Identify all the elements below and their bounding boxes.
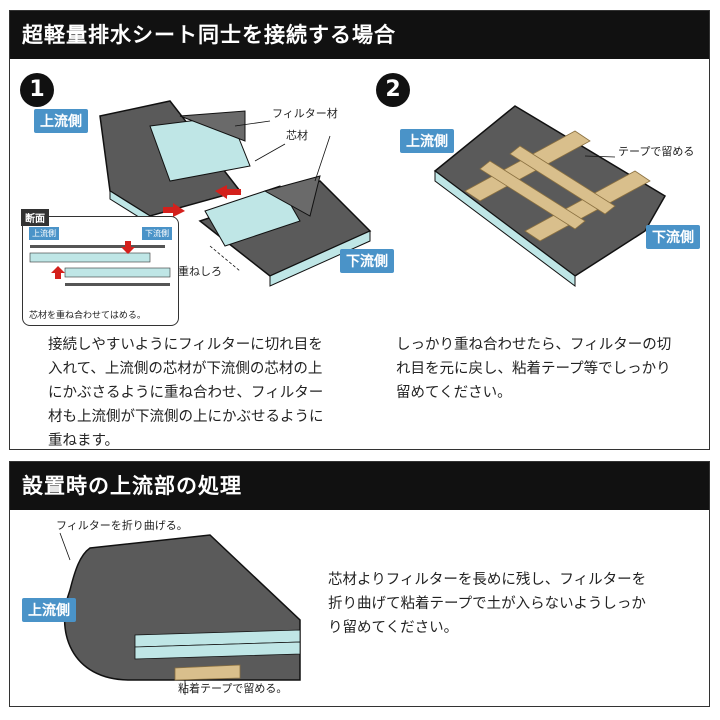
step-2-text-line: れ目を元に戻し、粘着テープ等でしっかり: [396, 361, 671, 377]
section-upstream-treatment: 設置時の上流部の処理 フィルターを折り曲げる。 上流側 粘着テープで留める。 芯…: [9, 461, 710, 707]
step-2-text-line: しっかり重ね合わせたら、フィルターの切: [396, 337, 672, 353]
step-2-downstream-tag: 下流側: [646, 225, 700, 249]
step-1-text-line: 重ねます。: [48, 433, 120, 449]
section-2-text-line: 芯材よりフィルターを長めに残し、フィルターを: [328, 572, 647, 588]
step-1-illustration: [99, 100, 372, 287]
step-1-text-line: 接続しやすいようにフィルターに切れ目を: [48, 337, 323, 353]
cross-section-callout: 断面 上流側 下流側 芯材を重ね合わせてはめる。: [21, 209, 179, 326]
step-1-description: 接続しやすいようにフィルターに切れ目を 入れて、上流側の芯材が下流側の芯材の上 …: [48, 333, 368, 453]
step-1-downstream-tag: 下流側: [340, 249, 394, 273]
adhesive-tape-label: 粘着テープで留める。: [178, 682, 288, 695]
section-2-text-line: り留めてください。: [328, 620, 459, 636]
upstream-fold-illustration: [59, 532, 301, 695]
cross-section-caption: 芯材を重ね合わせてはめる。: [29, 311, 146, 321]
step-2-tape-label: テープで留める: [618, 145, 695, 158]
filter-material-label: フィルター材: [272, 107, 338, 120]
cross-section-downstream: 下流側: [142, 227, 172, 240]
section-joining: 超軽量排水シート同士を接続する場合 1 上流側 下流側 フィルター材 芯材 重ね…: [9, 10, 710, 450]
section-2-upstream-tag: 上流側: [22, 598, 76, 622]
cross-section-diagram: [29, 241, 171, 286]
core-material-label: 芯材: [286, 129, 308, 142]
step-2-upstream-tag: 上流側: [400, 129, 454, 153]
cross-section-upstream: 上流側: [29, 227, 59, 240]
step-2-number: 2: [376, 73, 410, 107]
fold-filter-label: フィルターを折り曲げる。: [56, 519, 188, 532]
step-2-illustration: [433, 105, 667, 287]
step-2-text-line: 留めてください。: [396, 385, 512, 401]
step-1-number: 1: [20, 73, 54, 107]
cross-section-title: 断面: [21, 209, 49, 226]
section-joining-title: 超軽量排水シート同士を接続する場合: [10, 11, 709, 59]
step-1-text-line: にかぶさるように重ね合わせ、フィルター: [48, 385, 324, 401]
section-2-description: 芯材よりフィルターを長めに残し、フィルターを 折り曲げて粘着テープで土が入らない…: [328, 568, 698, 640]
step-1-text-line: 材も上流側が下流側の上にかぶせるように: [48, 409, 324, 425]
overlap-label: 重ねしろ: [178, 265, 222, 278]
section-2-text-line: 折り曲げて粘着テープで土が入らないようしっか: [328, 596, 646, 612]
step-1-text-line: 入れて、上流側の芯材が下流側の芯材の上: [48, 361, 323, 377]
step-2-description: しっかり重ね合わせたら、フィルターの切 れ目を元に戻し、粘着テープ等でしっかり …: [396, 333, 706, 405]
step-1-upstream-tag: 上流側: [34, 109, 88, 133]
section-upstream-title: 設置時の上流部の処理: [10, 462, 709, 510]
